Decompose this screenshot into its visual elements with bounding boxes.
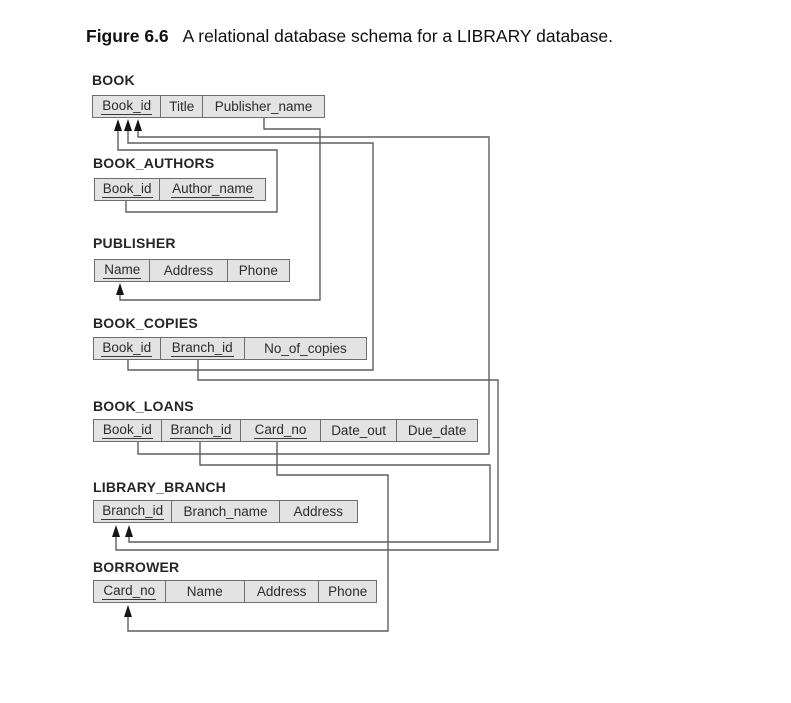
column-label: No_of_copies bbox=[264, 340, 347, 356]
table-book-copies-name: BOOK_COPIES bbox=[93, 315, 198, 331]
column-cell: Book_id bbox=[94, 420, 162, 441]
column-cell: Phone bbox=[227, 260, 289, 281]
column-label: Card_no bbox=[253, 421, 308, 439]
column-cell: Book_id bbox=[93, 96, 162, 117]
table-borrower-name: BORROWER bbox=[93, 559, 180, 575]
column-cell: Due_date bbox=[397, 420, 477, 441]
column-label: Author_name bbox=[171, 180, 255, 198]
column-label: Phone bbox=[328, 583, 368, 599]
column-cell: Branch_id bbox=[94, 501, 173, 522]
column-cell: No_of_copies bbox=[244, 338, 366, 359]
table-book-loans: Book_id Branch_id Card_no Date_out Due_d… bbox=[93, 419, 478, 442]
fk-book-to-publisher bbox=[116, 118, 321, 301]
table-book-name: BOOK bbox=[92, 72, 135, 88]
table-publisher-name: PUBLISHER bbox=[93, 235, 176, 251]
column-label: Branch_id bbox=[170, 339, 234, 357]
figure-number: Figure 6.6 bbox=[86, 26, 169, 46]
column-label: Book_id bbox=[101, 97, 153, 115]
column-label: Book_id bbox=[101, 421, 153, 439]
figure-caption-text: A relational database schema for a LIBRA… bbox=[182, 26, 613, 46]
table-borrower: Card_no Name Address Phone bbox=[93, 580, 377, 603]
column-cell: Branch_id bbox=[160, 338, 245, 359]
column-cell: Book_id bbox=[95, 179, 161, 200]
column-label: Due_date bbox=[407, 422, 467, 438]
table-book: Book_id Title Publisher_name bbox=[92, 95, 325, 118]
table-book-authors: Book_id Author_name bbox=[94, 178, 266, 201]
column-cell: Address bbox=[279, 501, 357, 522]
column-label: Address bbox=[163, 262, 214, 278]
column-label: Phone bbox=[238, 262, 278, 278]
column-cell: Address bbox=[150, 260, 228, 281]
column-cell: Branch_name bbox=[172, 501, 280, 522]
column-label: Name bbox=[103, 261, 142, 279]
column-cell: Title bbox=[161, 96, 204, 117]
column-label: Name bbox=[186, 583, 223, 599]
column-cell: Card_no bbox=[94, 581, 166, 602]
figure-caption: Figure 6.6 A relational database schema f… bbox=[86, 26, 613, 47]
column-cell: Name bbox=[95, 260, 151, 281]
column-label: Date_out bbox=[331, 422, 386, 438]
column-label: Book_id bbox=[101, 339, 153, 357]
column-label: Publisher_name bbox=[214, 98, 313, 114]
column-cell: Date_out bbox=[320, 420, 398, 441]
fk-book-loans-to-borrower bbox=[124, 442, 389, 632]
table-book-loans-name: BOOK_LOANS bbox=[93, 398, 194, 414]
table-book-authors-name: BOOK_AUTHORS bbox=[93, 155, 215, 171]
column-label: Book_id bbox=[101, 180, 153, 198]
column-label: Address bbox=[293, 503, 344, 519]
column-cell: Address bbox=[244, 581, 320, 602]
column-cell: Author_name bbox=[160, 179, 265, 200]
fk-book-copies-to-library-branch bbox=[112, 360, 499, 551]
column-cell: Publisher_name bbox=[203, 96, 324, 117]
fk-book-loans-to-book bbox=[134, 119, 490, 455]
column-cell: Phone bbox=[319, 581, 376, 602]
column-cell: Card_no bbox=[241, 420, 321, 441]
column-label: Branch_name bbox=[183, 503, 268, 519]
column-label: Card_no bbox=[102, 582, 157, 600]
column-label: Title bbox=[169, 98, 195, 114]
table-publisher: Name Address Phone bbox=[94, 259, 290, 282]
fk-book-copies-to-book bbox=[124, 119, 374, 371]
column-label: Branch_id bbox=[169, 421, 233, 439]
table-book-copies: Book_id Branch_id No_of_copies bbox=[93, 337, 367, 360]
column-label: Address bbox=[256, 583, 307, 599]
column-cell: Branch_id bbox=[161, 420, 242, 441]
fk-book-authors-to-book bbox=[114, 119, 278, 213]
table-library-branch: Branch_id Branch_name Address bbox=[93, 500, 358, 523]
column-label: Branch_id bbox=[101, 502, 165, 520]
column-cell: Name bbox=[165, 581, 245, 602]
table-library-branch-name: LIBRARY_BRANCH bbox=[93, 479, 226, 495]
column-cell: Book_id bbox=[94, 338, 161, 359]
fk-book-loans-to-library-branch bbox=[125, 442, 491, 543]
